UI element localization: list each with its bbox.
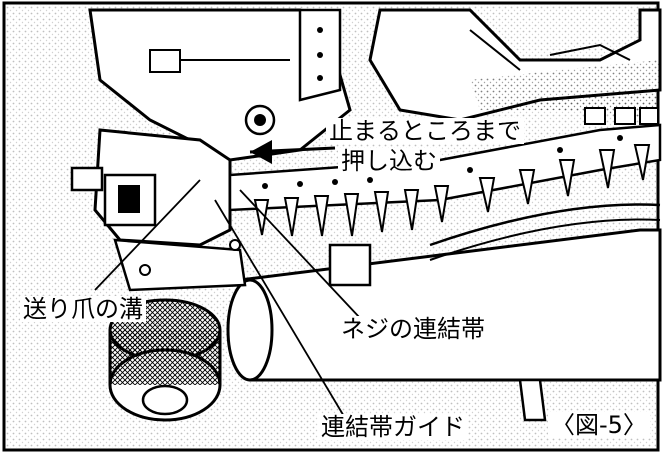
screw-row xyxy=(253,144,651,237)
leader-screw-band xyxy=(239,189,361,319)
band-holes xyxy=(262,135,623,189)
leader-groove xyxy=(94,179,201,291)
guide-tab xyxy=(70,166,104,192)
instruction-line-1: 止まるところまで xyxy=(326,118,524,144)
screw-connecting-band-label: ネジの連結帯 xyxy=(338,316,488,342)
figure-number: 〈図-5〉 xyxy=(548,412,650,438)
instruction-line-2: 押し込む xyxy=(338,148,440,174)
band-clip xyxy=(328,243,372,287)
push-arrow-head xyxy=(250,140,272,164)
connecting-band-guide-label: 連結帯ガイド xyxy=(318,414,468,440)
screw-cluster-right xyxy=(584,107,659,125)
screw-connecting-band xyxy=(228,123,662,212)
feed-claw-groove-label: 送り爪の溝 xyxy=(20,296,146,322)
leader-guide xyxy=(214,199,346,419)
